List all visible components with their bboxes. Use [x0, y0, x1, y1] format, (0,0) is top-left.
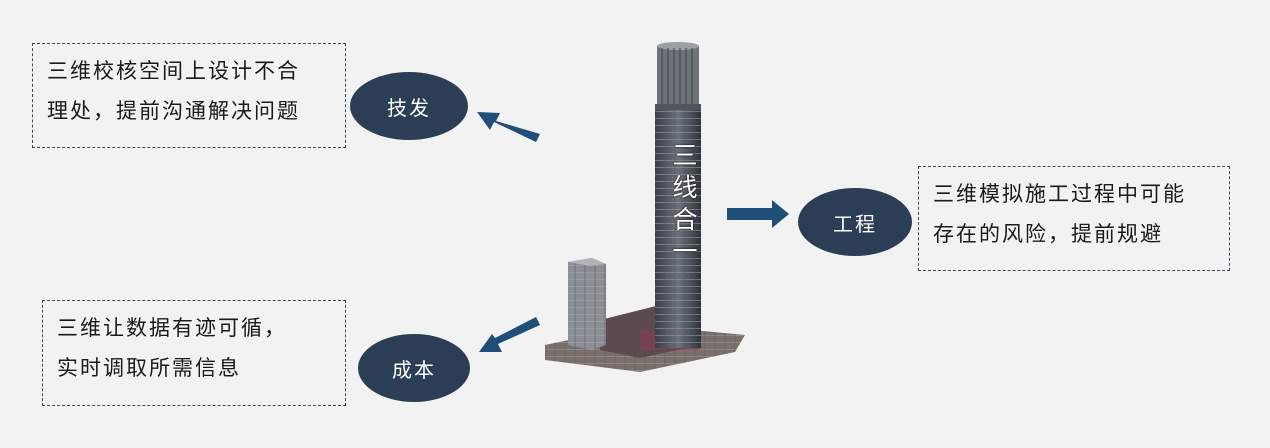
tech-node: 技发 [350, 72, 468, 140]
arrow-to-cost [479, 317, 540, 352]
arrows [477, 112, 789, 352]
engineering-description-box: 三维模拟施工过程中可能 存在的风险，提前规避 [918, 166, 1230, 271]
arrow-to-engineering [727, 200, 789, 228]
tower-label: 三 线 合 一 [672, 141, 698, 266]
arrow-to-tech [477, 112, 540, 142]
cost-node: 成本 [358, 334, 470, 402]
cost-description-box: 三维让数据有迹可循， 实时调取所需信息 [42, 300, 346, 406]
engineering-node: 工程 [798, 188, 912, 256]
building-illustration [545, 42, 745, 372]
tech-description-box: 三维校核空间上设计不合 理处，提前沟通解决问题 [32, 43, 346, 148]
